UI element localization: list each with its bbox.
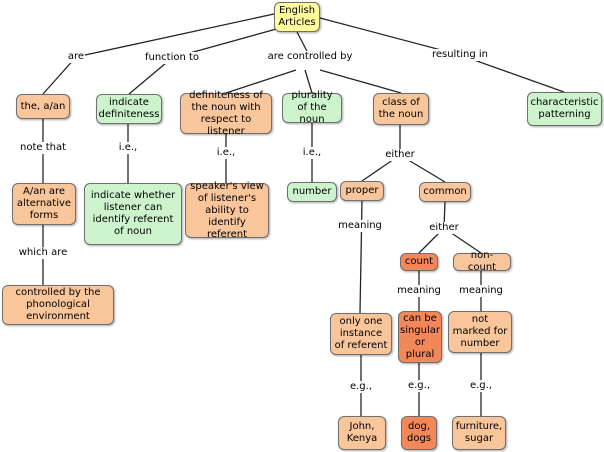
concept-node-can-be-singular-or-plural[interactable]: can be singular or plural bbox=[398, 311, 442, 363]
concept-node-text: characteristic patterning bbox=[530, 97, 599, 120]
concept-node-text: non-count bbox=[467, 250, 497, 273]
concept-node-text: common bbox=[423, 186, 467, 197]
concept-node-speakers-view[interactable]: speaker's view of listener's ability to … bbox=[185, 180, 269, 240]
concept-node-controlled-by-phonological[interactable]: controlled by the phonological environme… bbox=[2, 285, 114, 325]
link-label-note-that: note that bbox=[18, 142, 68, 154]
link-label-eg-2: e.g., bbox=[406, 380, 432, 392]
concept-node-text: plurality of the noun bbox=[291, 90, 333, 125]
concept-node-only-one-instance[interactable]: only one instance of referent bbox=[330, 313, 392, 355]
concept-node-number[interactable]: number bbox=[287, 182, 337, 202]
concept-node-the-a-an[interactable]: the, a/an bbox=[16, 94, 70, 119]
link-label-resulting-in: resulting in bbox=[430, 49, 490, 61]
link-label-meaning-1: meaning bbox=[337, 220, 383, 232]
concept-node-class-of-noun[interactable]: class of the noun bbox=[373, 93, 429, 125]
concept-node-not-marked-for-number[interactable]: not marked for number bbox=[448, 311, 512, 353]
concept-node-text: definiteness of the noun with respect to… bbox=[189, 89, 263, 137]
concept-node-text: English Articles bbox=[278, 5, 316, 28]
link-label-meaning-3: meaning bbox=[458, 285, 504, 297]
concept-node-proper[interactable]: proper bbox=[340, 181, 384, 201]
concept-node-text: controlled by the phonological environme… bbox=[15, 287, 101, 322]
link-label-ie-2: i.e., bbox=[215, 147, 237, 159]
link-label-which-are: which are bbox=[17, 247, 69, 259]
link-label-eg-1: e.g., bbox=[348, 381, 374, 393]
concept-node-text: only one instance of referent bbox=[334, 316, 388, 351]
link-label-either-2: either bbox=[428, 222, 460, 234]
concept-node-non-count[interactable]: non-count bbox=[453, 250, 511, 273]
concept-node-characteristic-patterning[interactable]: characteristic patterning bbox=[527, 92, 602, 126]
connector-line bbox=[319, 69, 402, 94]
connector-line bbox=[359, 200, 363, 314]
link-label-ie-1: i.e., bbox=[117, 142, 139, 154]
concept-node-indicate-whether-listener[interactable]: indicate whether listener can identify r… bbox=[84, 183, 182, 245]
link-label-either-1: either bbox=[384, 149, 416, 161]
concept-node-text: furniture, sugar bbox=[455, 421, 503, 444]
concept-node-count[interactable]: count bbox=[400, 253, 438, 271]
link-label-eg-3: e.g., bbox=[468, 380, 494, 392]
concept-node-text: can be singular or plural bbox=[399, 313, 441, 360]
concept-node-text: indicate definiteness bbox=[98, 97, 160, 120]
concept-node-john-kenya[interactable]: John, Kenya bbox=[338, 416, 386, 450]
concept-node-definiteness-of-noun[interactable]: definiteness of the noun with respect to… bbox=[180, 90, 272, 137]
connector-line bbox=[304, 69, 313, 94]
link-label-meaning-2: meaning bbox=[396, 285, 442, 297]
link-label-are-controlled-by: are controlled by bbox=[266, 51, 354, 63]
concept-node-text: count bbox=[404, 256, 434, 267]
concept-node-indicate-definiteness[interactable]: indicate definiteness bbox=[96, 94, 162, 124]
concept-node-common[interactable]: common bbox=[419, 182, 471, 202]
concept-node-text: number bbox=[292, 186, 332, 197]
concept-node-text: the, a/an bbox=[20, 100, 66, 112]
concept-node-text: speaker's view of listener's ability to … bbox=[190, 180, 264, 240]
concept-node-a-an-alternative-forms[interactable]: A/an are alternative forms bbox=[12, 183, 76, 225]
concept-node-text: dog, dogs bbox=[406, 421, 432, 444]
connector-line bbox=[225, 69, 297, 94]
link-label-are: are bbox=[66, 51, 86, 63]
link-label-ie-3: i.e., bbox=[301, 147, 323, 159]
concept-node-text: A/an are alternative forms bbox=[16, 186, 72, 221]
concept-node-plurality-of-noun[interactable]: plurality of the noun bbox=[282, 90, 342, 125]
concept-node-furniture-sugar[interactable]: furniture, sugar bbox=[452, 416, 506, 450]
concept-node-text: indicate whether listener can identify r… bbox=[90, 190, 176, 237]
concept-node-text: proper bbox=[345, 185, 379, 196]
concept-node-text: class of the noun bbox=[378, 97, 424, 120]
concept-node-text: John, Kenya bbox=[346, 421, 378, 444]
concept-node-dog-dogs[interactable]: dog, dogs bbox=[401, 416, 437, 450]
concept-node-english-articles[interactable]: English Articles bbox=[274, 2, 320, 32]
link-label-function-to: function to bbox=[143, 52, 201, 64]
concept-node-text: not marked for number bbox=[452, 314, 508, 349]
